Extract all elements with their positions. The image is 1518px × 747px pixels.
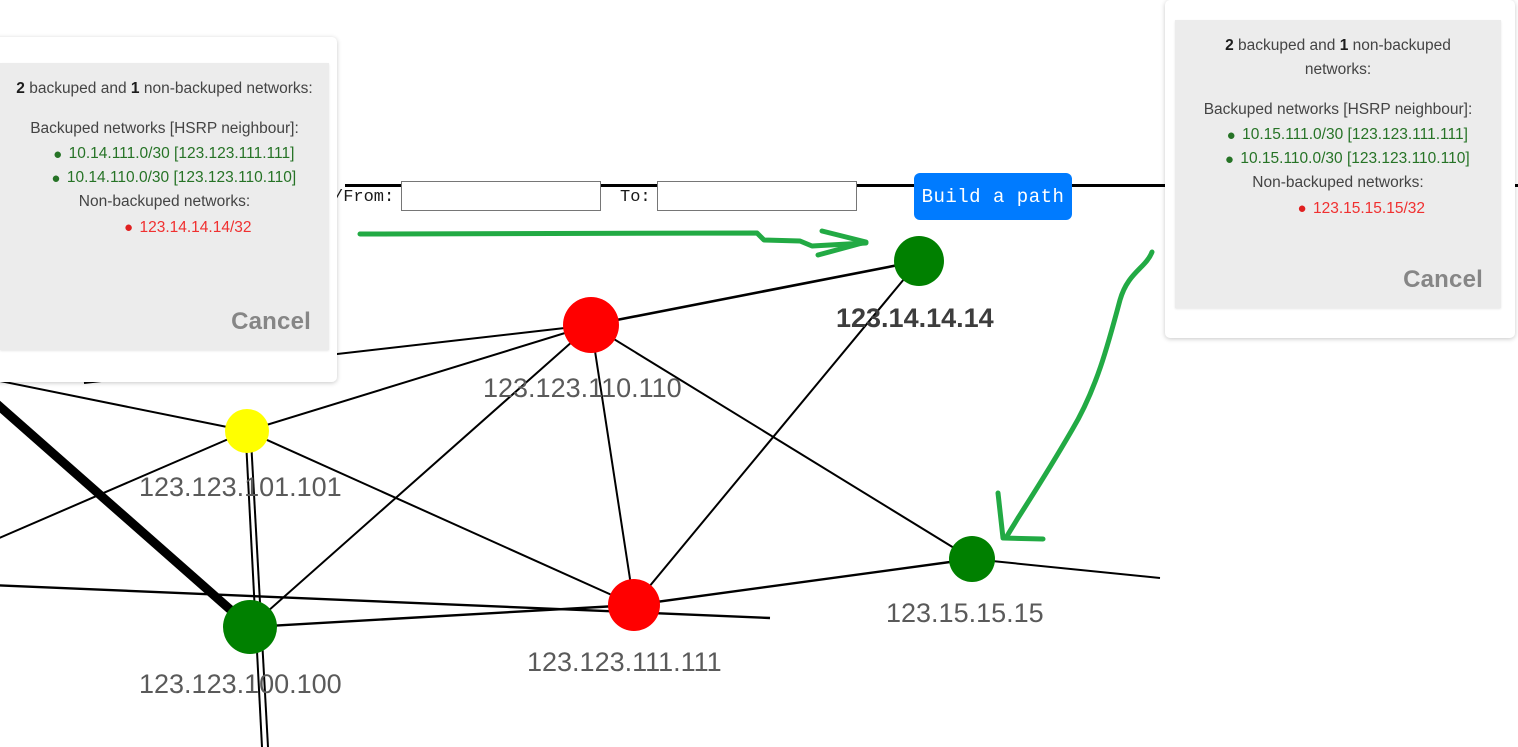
graph-edge	[590, 259, 920, 327]
graph-edge	[633, 557, 973, 607]
list-item: ● 10.14.111.0/30 [123.123.111.111]	[34, 142, 313, 166]
popup-right-nonbackuped-list: ● 123.15.15.15/32	[1191, 197, 1485, 221]
annotation-arrowhead-right	[995, 490, 1046, 542]
annotation-arrowhead-left	[815, 228, 869, 258]
popup-right-backuped-list: ●10.15.111.0/30 [123.123.111.111] ●10.15…	[1191, 123, 1485, 171]
annotation-arrows	[357, 228, 1155, 542]
graph-node-yellow[interactable]	[225, 409, 269, 453]
bullet-icon: ●	[1224, 150, 1234, 168]
popup-left-heading-mid: backuped and	[24, 80, 131, 97]
path-toolbar: /From: To: Build a path	[0, 86, 1160, 220]
networks-popup-right: 2 backuped and 1 non-backuped networks: …	[1165, 0, 1515, 338]
bullet-icon: ●	[1226, 126, 1236, 144]
annotation-arrow-left	[357, 230, 869, 249]
popup-left-heading: 2 backuped and 1 non-backuped networks:	[16, 77, 313, 101]
popup-right-backuped-title: Backuped networks [HSRP neighbour]:	[1203, 101, 1473, 119]
graph-node-red[interactable]	[563, 297, 619, 353]
popup-right-heading-mid: backuped and	[1233, 37, 1340, 54]
list-item: ● 123.14.14.14/32	[62, 216, 313, 240]
popup-right-nonbackuped-title: Non-backuped networks:	[1252, 174, 1424, 192]
popup-left-cancel-button[interactable]: Cancel	[231, 308, 311, 335]
bullet-icon: ●	[123, 218, 133, 236]
popup-right-heading: 2 backuped and 1 non-backuped networks:	[1191, 34, 1485, 82]
network-entry: 10.15.111.0/30 [123.123.111.111]	[1242, 126, 1468, 144]
graph-edge	[971, 558, 1161, 579]
graph-node-red[interactable]	[608, 579, 660, 631]
network-entry: 10.14.111.0/30 [123.123.111.111]	[68, 145, 295, 163]
graph-node-green[interactable]	[894, 236, 944, 286]
graph-edge	[246, 324, 592, 432]
graph-edge	[249, 324, 592, 628]
graph-edge	[590, 324, 635, 606]
networks-popup-left: 2 backuped and 1 non-backuped networks: …	[0, 37, 337, 382]
popup-left-nonbackuped-list: ● 123.14.14.14/32	[16, 216, 313, 240]
popup-left-heading-tail: non-backuped networks:	[139, 80, 313, 97]
popup-right-backuped-count: 2	[1225, 37, 1234, 54]
list-item: ● 123.15.15.15/32	[1237, 197, 1485, 221]
from-input[interactable]	[401, 181, 601, 211]
to-input[interactable]	[657, 181, 857, 211]
popup-left-backuped-count: 2	[16, 80, 25, 97]
to-label: To:	[620, 188, 651, 207]
popup-left-backuped-title: Backuped networks [HSRP neighbour]:	[30, 120, 299, 138]
graph-edge	[0, 400, 253, 631]
build-a-path-button[interactable]: Build a path	[914, 173, 1072, 220]
popup-right-heading-tail: non-backuped networks:	[1304, 37, 1451, 79]
graph-edge	[246, 430, 635, 606]
popup-left-backuped-list: ●10.14.111.0/30 [123.123.111.111] ●10.14…	[16, 142, 313, 190]
graph-edge	[0, 380, 248, 432]
graph-edge	[249, 603, 635, 629]
bullet-icon: ●	[51, 169, 61, 187]
graph-edge	[0, 430, 248, 539]
graph-edge	[244, 430, 263, 747]
list-item: ● 10.14.110.0/30 [123.123.110.110]	[34, 166, 313, 190]
network-entry: 123.14.14.14/32	[139, 218, 252, 236]
from-label: /From:	[333, 188, 395, 207]
networks-popup-left-panel: 2 backuped and 1 non-backuped networks: …	[0, 63, 329, 350]
popup-right-cancel-button[interactable]: Cancel	[1403, 266, 1483, 293]
graph-edge	[249, 430, 269, 747]
list-item: ● 10.15.111.0/30 [123.123.111.111]	[1209, 123, 1485, 147]
networks-popup-right-panel: 2 backuped and 1 non-backuped networks: …	[1175, 20, 1501, 308]
graph-node-green[interactable]	[223, 600, 277, 654]
popup-right-nonbackuped-count: 1	[1339, 37, 1349, 54]
bullet-icon: ●	[53, 145, 63, 163]
network-entry: 123.15.15.15/32	[1312, 199, 1426, 217]
network-entry: 10.15.110.0/30 [123.123.110.110]	[1240, 150, 1470, 168]
graph-edge	[633, 260, 920, 606]
bullet-icon: ●	[1297, 199, 1307, 217]
graph-nodes[interactable]	[223, 236, 995, 654]
graph-edge	[590, 324, 973, 560]
network-entry: 10.14.110.0/30 [123.123.110.110]	[66, 169, 297, 187]
graph-node-green[interactable]	[949, 536, 995, 582]
popup-left-nonbackuped-title: Non-backuped networks:	[78, 193, 251, 211]
graph-edges	[0, 259, 1161, 747]
list-item: ● 10.15.110.0/30 [123.123.110.110]	[1209, 147, 1485, 171]
popup-left-nonbackuped-count: 1	[130, 80, 140, 97]
annotation-arrow-right	[1003, 249, 1155, 541]
